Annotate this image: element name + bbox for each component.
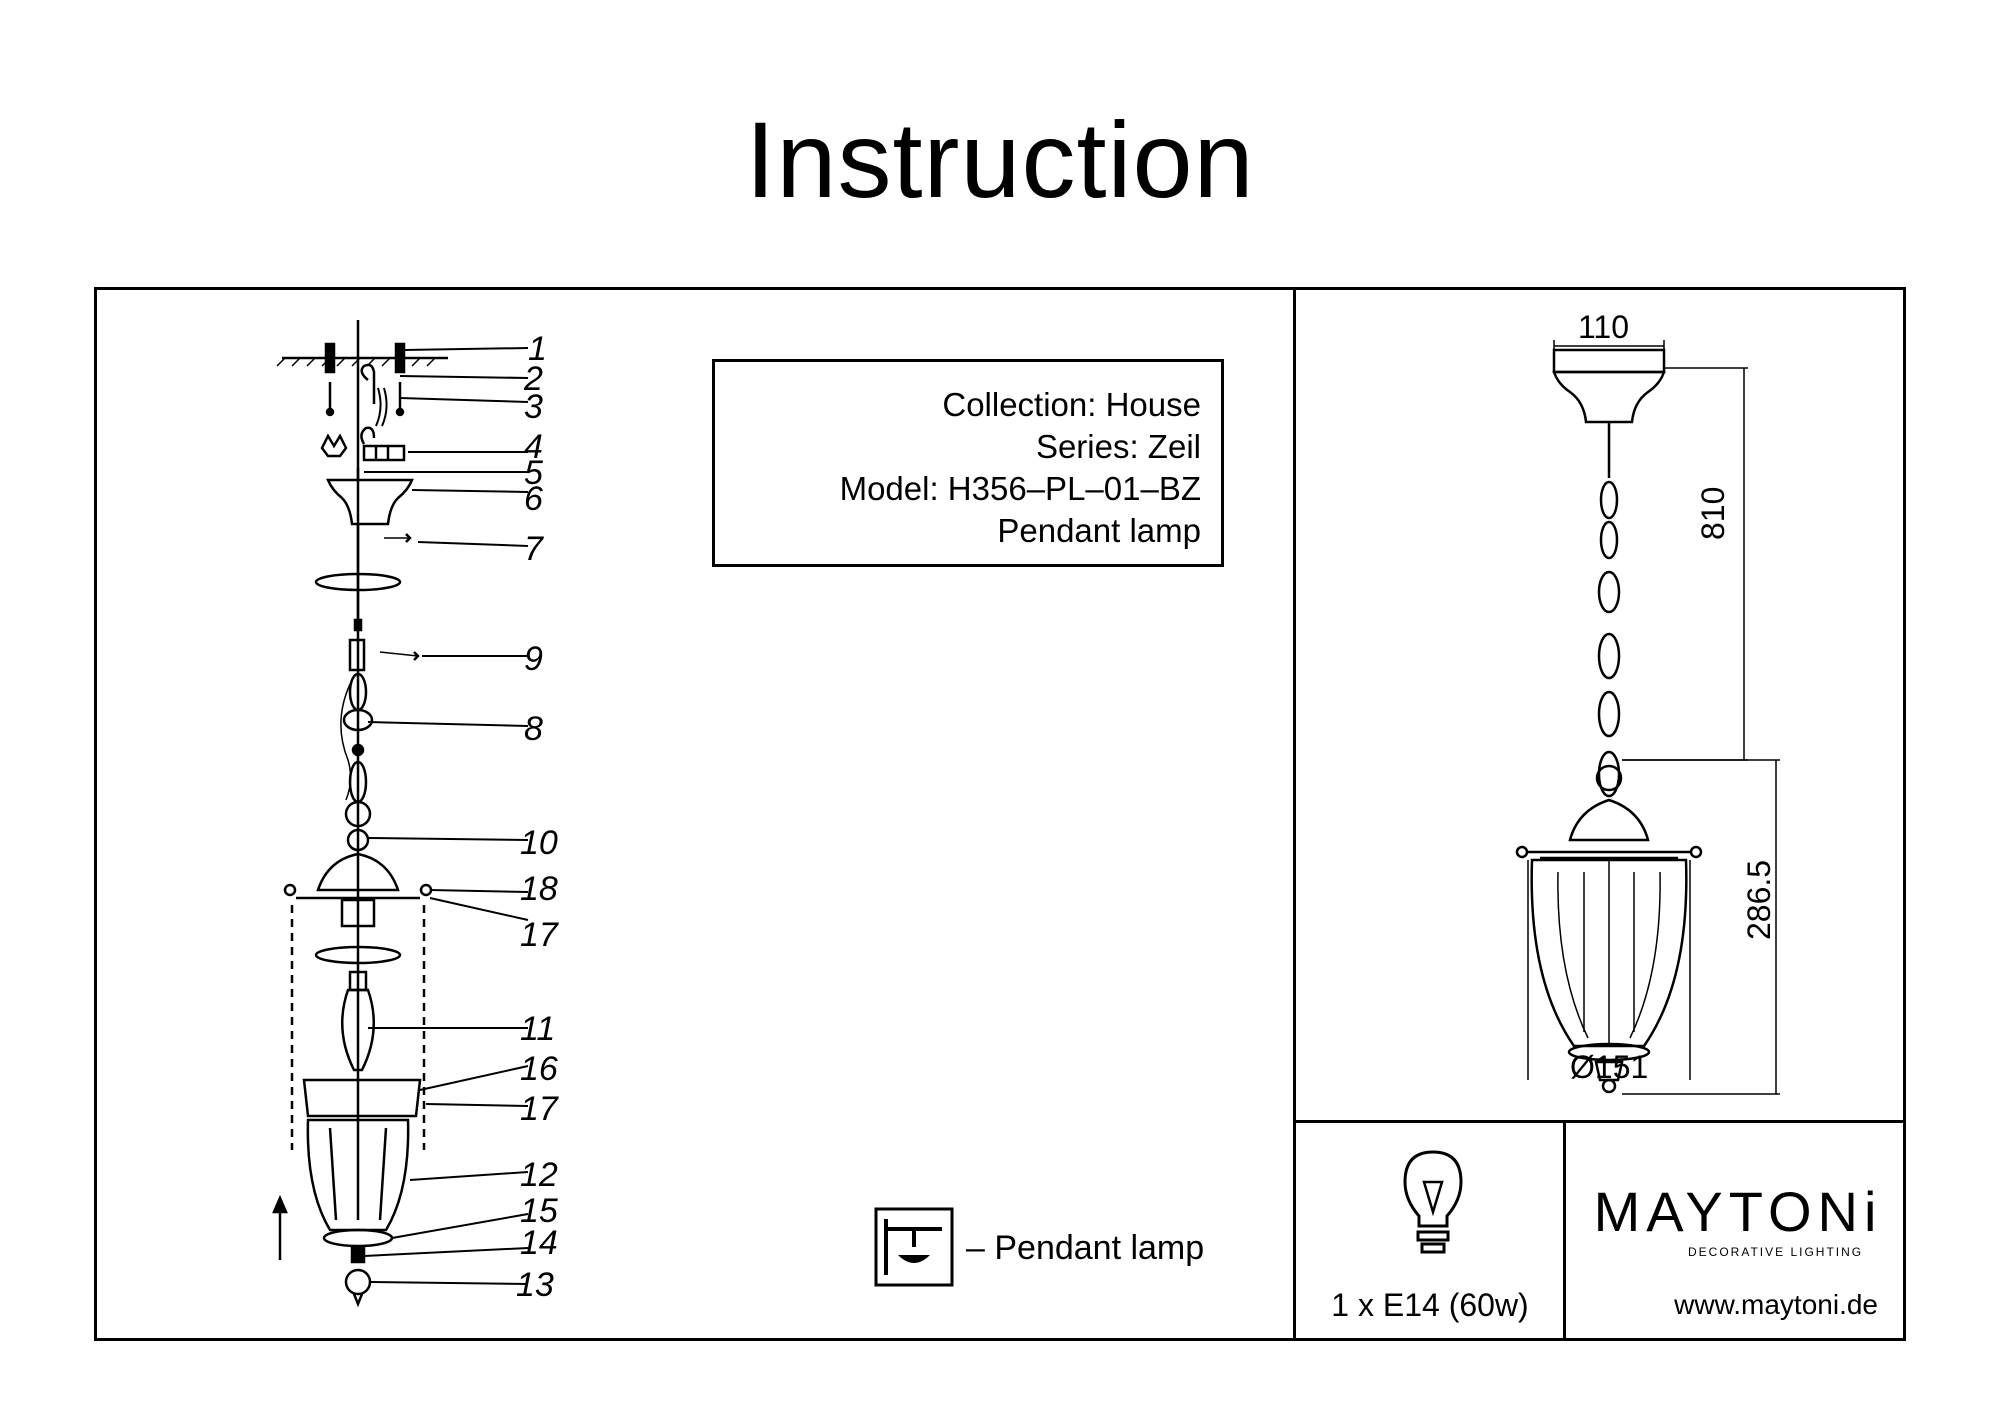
- dimension-lantern-label: 286.5: [1741, 859, 1777, 940]
- part-label: 1: [528, 330, 547, 368]
- part-label: 18: [520, 870, 558, 908]
- part-label: 9: [524, 640, 543, 678]
- pendant-mount-icon: [874, 1207, 954, 1287]
- part-label: 10: [520, 824, 558, 862]
- legend-text: – Pendant lamp: [966, 1229, 1205, 1267]
- dimension-width-label: 110: [1578, 309, 1630, 345]
- part-label: 17: [520, 1090, 559, 1128]
- part-label: 16: [520, 1050, 558, 1088]
- footer-divider: [1563, 1120, 1566, 1341]
- part-label: 15: [520, 1192, 558, 1230]
- brand-name: MAYTONi: [1593, 1180, 1883, 1243]
- product-info-box: Collection: House Series: Zeil Model: H3…: [712, 359, 1224, 567]
- part-label: 3: [524, 388, 543, 426]
- part-label: 6: [524, 480, 543, 518]
- dimension-diameter-label: Ø151: [1570, 1049, 1649, 1085]
- brand-website: www.maytoni.de: [1674, 1289, 1878, 1320]
- dimension-drawing: [1515, 340, 1780, 1095]
- frame-horizontal-divider: [1293, 1120, 1906, 1123]
- exploded-parts-diagram: 1 2 3 4 5 6 7 9 8 10 18 17 11 16 17 12 1…: [272, 320, 559, 1308]
- part-label: 7: [524, 530, 544, 568]
- part-label: 2: [523, 360, 543, 398]
- collection-text: Collection: House: [942, 386, 1201, 423]
- part-label: 4: [524, 428, 543, 466]
- part-label: 11: [520, 1010, 555, 1048]
- series-text: Series: Zeil: [1035, 428, 1201, 465]
- brand-tagline: DECORATIVE LIGHTING: [1688, 1245, 1864, 1259]
- part-label: 17: [520, 916, 559, 954]
- model-text: Model: H356–PL–01–BZ: [839, 470, 1201, 507]
- light-bulb-icon: [1403, 1150, 1463, 1254]
- brand-logo: MAYTONi DECORATIVE LIGHTING: [1588, 1180, 1888, 1260]
- part-label: 5: [524, 454, 543, 492]
- part-label: 12: [520, 1156, 558, 1194]
- dimension-height-label: 810: [1695, 486, 1731, 540]
- part-label: 13: [516, 1266, 554, 1304]
- product-type-text: Pendant lamp: [997, 512, 1201, 549]
- part-label: 14: [520, 1224, 558, 1262]
- bulb-spec: 1 x E14 (60w): [1331, 1287, 1529, 1323]
- content-frame: [94, 287, 1906, 1341]
- frame-vertical-divider: [1293, 287, 1296, 1341]
- page-title: Instruction: [745, 99, 1255, 220]
- part-label: 8: [524, 710, 543, 748]
